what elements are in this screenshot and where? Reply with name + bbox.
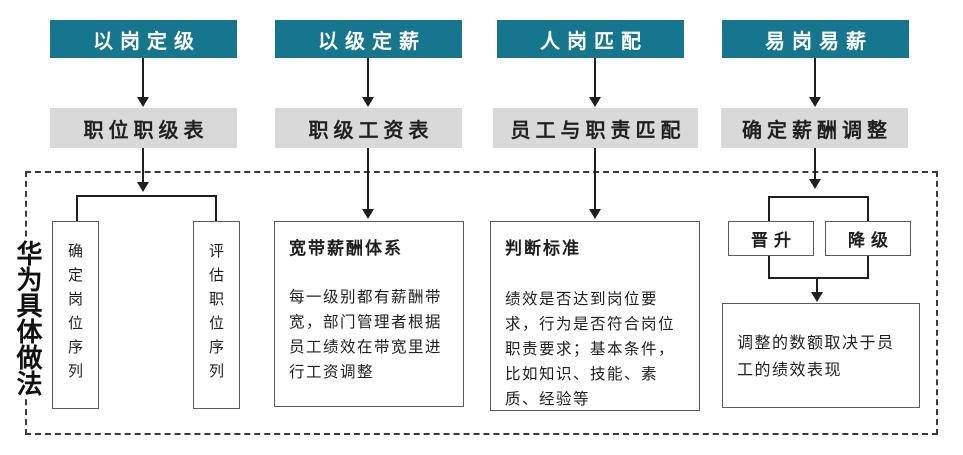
arrow-head-col3-top	[589, 97, 601, 107]
arrow-line-col2-mid	[367, 148, 369, 210]
sub-box-pay-adjustment: 确定薪酬调整	[721, 108, 908, 148]
arrow-head-col1-top	[137, 97, 149, 107]
box-define-job-sequence: 确定岗位序列	[52, 221, 99, 409]
arrow-line-col4-mid	[814, 148, 816, 181]
arrow-line-col4-bottom	[816, 279, 818, 294]
col1-branch-hline	[76, 195, 217, 197]
arrow-head-col1-mid	[137, 182, 149, 192]
box-adjustment-result: 调整的数额取决于员工的绩效表现	[722, 303, 920, 408]
arrow-line-col2-top	[367, 58, 369, 99]
side-label-huawei-practice: 华为具体做法	[9, 240, 45, 396]
header-box-person-job-fit: 人岗匹配	[497, 20, 684, 58]
arrow-line-col3-top	[594, 58, 596, 99]
arrow-line-col3-mid	[594, 148, 596, 210]
box-judgment-criteria: 判断标准 绩效是否达到岗位要求，行为是否符合岗位职责要求；基本条件，比如知识、技…	[490, 221, 700, 411]
arrow-line-col1-top	[142, 58, 144, 99]
header-box-job-to-grade: 以岗定级	[50, 20, 237, 58]
sub-box-position-grade-table: 职位职级表	[50, 108, 237, 148]
broadband-salary-body: 每一级别都有薪酬带宽，部门管理者根据员工绩效在带宽里进行工资调整	[289, 288, 443, 381]
sub-box-grade-salary-table: 职级工资表	[275, 108, 462, 148]
col1-branch-left-stub	[76, 195, 78, 221]
arrow-head-col2-top	[362, 97, 374, 107]
sub-box-employee-duty-match: 员工与职责匹配	[493, 108, 698, 148]
col4-bracket-top-hline	[768, 196, 869, 198]
arrow-head-col3-mid	[589, 209, 601, 219]
arrow-line-col4-top	[814, 58, 816, 99]
arrow-line-col1-mid	[142, 148, 144, 184]
box-demotion: 降级	[825, 221, 911, 256]
box-broadband-salary-system: 宽带薪酬体系 每一级别都有薪酬带宽，部门管理者根据员工绩效在带宽里进行工资调整	[274, 221, 464, 407]
arrow-head-col2-mid	[362, 209, 374, 219]
judgment-criteria-title: 判断标准	[505, 239, 581, 259]
arrow-head-col4-mid	[809, 179, 821, 189]
col1-branch-right-stub	[215, 195, 217, 221]
col4-bracket-bottom-hline	[768, 277, 869, 279]
header-box-grade-to-pay: 以级定薪	[275, 20, 462, 58]
judgment-criteria-body: 绩效是否达到岗位要求，行为是否符合岗位职责要求；基本条件，比如知识、技能、素质、…	[505, 290, 676, 408]
header-box-change-job-pay: 易岗易薪	[722, 20, 909, 58]
box-promotion: 晋升	[728, 221, 814, 256]
arrow-head-col4-bottom	[811, 292, 823, 302]
broadband-salary-title: 宽带薪酬体系	[289, 239, 403, 259]
adjustment-result-text: 调整的数额取决于员工的绩效表现	[737, 332, 895, 379]
arrow-head-col4-top	[809, 97, 821, 107]
box-evaluate-position-sequence: 评估职位序列	[193, 221, 240, 409]
